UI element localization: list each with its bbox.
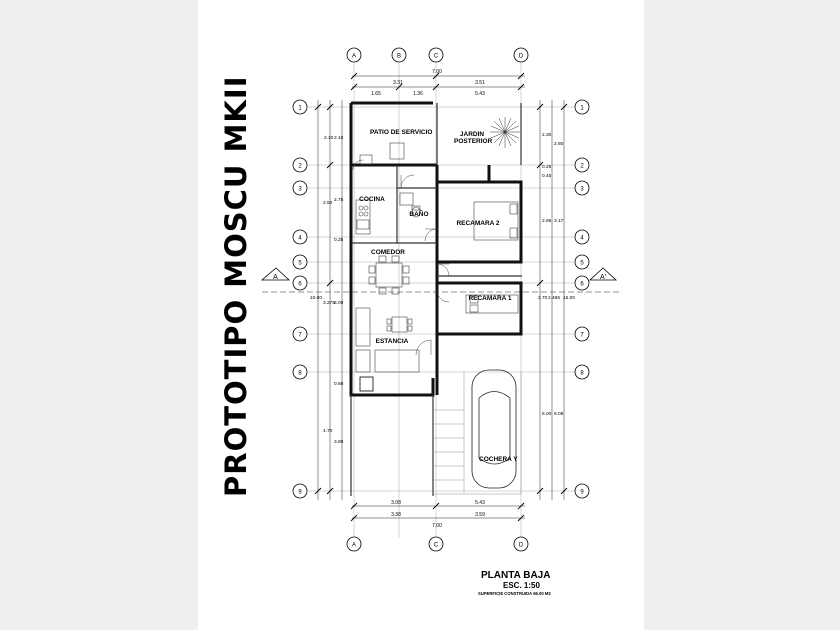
garden-plant-icon — [490, 117, 520, 148]
room-label-cochera: COCHERA Y — [479, 456, 518, 463]
dim-left-total: 10.00 — [310, 295, 322, 301]
walls — [349, 101, 523, 397]
panel-box — [359, 376, 374, 392]
dim-top: 3.31 — [393, 80, 403, 86]
dim-right: 6.08 — [554, 411, 564, 417]
drawing-sheet — [198, 0, 644, 630]
dimension-ticks — [314, 72, 568, 522]
fixtures — [355, 142, 421, 235]
dim-left: 2.10 — [324, 135, 334, 141]
room-label-comedor: COMEDOR — [371, 249, 405, 256]
dim-right: 2.465 — [548, 295, 560, 301]
section-label-left: A — [273, 274, 278, 281]
dim-left: 3.275 — [323, 300, 335, 306]
axis-number-right: 2 — [580, 164, 584, 170]
dim-right: 2.70 — [538, 295, 548, 301]
room-label-cocina: COCINA — [359, 196, 385, 203]
dim-left: 2.75 — [334, 197, 344, 203]
section-label-right: A' — [600, 274, 606, 281]
garage-paving — [433, 372, 522, 495]
room-label-recamara-1: RECAMARA 1 — [468, 295, 512, 302]
beds — [465, 201, 519, 314]
plan-title: PLANTA BAJA — [481, 570, 551, 581]
dim-top-total: 7.00 — [432, 69, 442, 75]
axis-number-right: 6 — [580, 282, 584, 288]
axis-number-right: 4 — [580, 236, 584, 242]
axis-number-right: 7 — [580, 333, 584, 339]
dim-left: 2.10 — [334, 135, 344, 141]
room-label-recamara-2: RECAMARA 2 — [456, 220, 500, 227]
dim-right: 3.17 — [554, 218, 564, 224]
axis-letter-bottom: C — [434, 543, 439, 549]
axis-letter-bottom: D — [519, 543, 524, 549]
door-swings — [352, 159, 450, 356]
dim-left: 5.09 — [334, 300, 344, 306]
axis-number-left: 4 — [298, 236, 302, 242]
dim-bottom: 3.59 — [475, 512, 485, 518]
room-label-estancia: ESTANCIA — [375, 338, 409, 345]
dining-set — [368, 255, 410, 295]
axis-number-right: 9 — [580, 490, 584, 496]
interior-walls — [350, 103, 522, 496]
dim-left: 0.25 — [334, 237, 344, 243]
axis-number-left: 8 — [298, 371, 302, 377]
dim-left: 3.89 — [334, 439, 344, 445]
dimension-labels-left: 2.10 2.10 2.75 0.25 2.50 3.275 5.09 4.70… — [310, 132, 575, 445]
axis-bubbles — [292, 47, 590, 552]
dim-right: 6.00 — [542, 411, 552, 417]
dim-top: 3.51 — [475, 80, 485, 86]
dim-bottom: 3.08 — [391, 500, 401, 506]
axis-letter-bottom: A — [352, 543, 356, 549]
dimension-labels: 7.00 3.31 3.51 1.65 1.36 5.43 3.08 5.43 … — [371, 69, 485, 529]
dim-top: 5.43 — [475, 91, 485, 97]
axis-number-right: 5 — [580, 261, 584, 267]
dim-right-total: 15.00 — [563, 295, 575, 301]
room-label-bano: BAÑO — [409, 211, 429, 218]
axis-letter-top: D — [519, 54, 524, 60]
room-label-jardin: JARDIN POSTERIOR — [454, 131, 493, 145]
dim-top: 1.36 — [413, 91, 423, 97]
dim-right: 2.80 — [554, 141, 564, 147]
dim-top: 1.65 — [371, 91, 381, 97]
dim-bottom-total: 7.00 — [432, 523, 442, 529]
dim-left: 4.70 — [323, 428, 333, 434]
drawing-title: PROTOTIPO MOSCU MKII — [219, 75, 253, 497]
room-label-patio: PATIO DE SERVICIO — [370, 129, 433, 136]
dim-right: 2.95 — [542, 218, 552, 224]
dim-right: 0.25 — [542, 164, 552, 170]
axis-number-left: 5 — [298, 261, 302, 267]
section-marks — [260, 267, 620, 293]
dimension-lines — [317, 75, 565, 519]
living-furniture — [355, 307, 420, 373]
plan-scale: ESC. 1:50 — [503, 581, 540, 590]
dim-right: 0.45 — [542, 173, 552, 179]
axis-letter-top: A — [352, 54, 356, 60]
car-icon — [471, 369, 517, 489]
axis-number-left: 7 — [298, 333, 302, 339]
dim-bottom: 3.38 — [391, 512, 401, 518]
axis-number-right: 3 — [580, 187, 584, 193]
axis-number-right: 1 — [580, 106, 584, 112]
axis-number-left: 1 — [298, 106, 302, 112]
axis-number-left: 9 — [298, 490, 302, 496]
dim-right: 2.30 — [542, 132, 552, 138]
dim-left: 2.50 — [323, 200, 333, 206]
axis-number-right: 8 — [580, 371, 584, 377]
axis-number-left: 3 — [298, 187, 302, 193]
dim-bottom: 5.43 — [475, 500, 485, 506]
dim-left: 0.68 — [334, 381, 344, 387]
axis-number-left: 6 — [298, 282, 302, 288]
axis-letter-top: C — [434, 54, 439, 60]
axis-letter-top: B — [397, 54, 401, 60]
axis-number-left: 2 — [298, 164, 302, 170]
plan-note: SUPERFICIE CONSTRUIDA 56.00 M2 — [478, 591, 551, 596]
axis-labels: A B C D A C D 1 2 3 4 5 6 7 8 9 1 2 3 4 … — [273, 54, 606, 549]
